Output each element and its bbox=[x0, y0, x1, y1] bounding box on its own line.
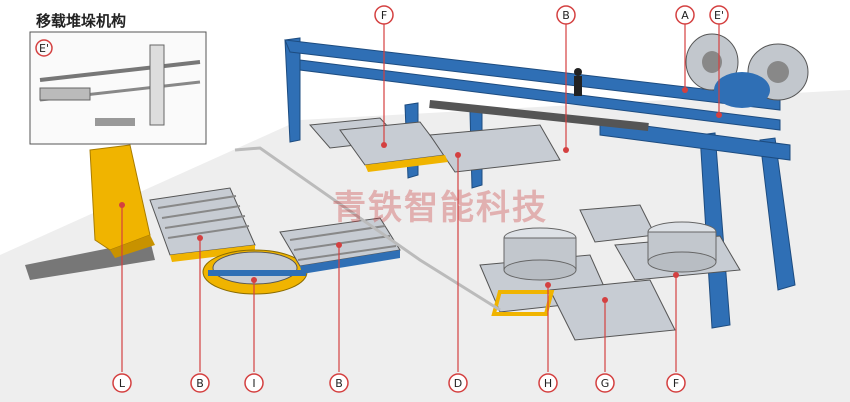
callout-bot-g: G bbox=[595, 373, 615, 393]
callout-bot-f-text: F bbox=[673, 377, 679, 390]
callout-bot-h-text: H bbox=[544, 377, 552, 390]
callout-bot-d-text: D bbox=[454, 377, 462, 390]
callout-top-a: A bbox=[675, 5, 695, 25]
callout-top-b: B bbox=[556, 5, 576, 25]
inset-tag-text: E' bbox=[39, 42, 49, 55]
callout-bot-b1: B bbox=[190, 373, 210, 393]
inset-tag-circle bbox=[35, 39, 53, 57]
callout-dots bbox=[119, 87, 722, 303]
callout-top-e-text: E' bbox=[714, 9, 724, 22]
callout-top-a-text: A bbox=[681, 9, 689, 22]
callout-top-f: F bbox=[374, 5, 394, 25]
conveyor-b-right bbox=[279, 217, 401, 274]
callout-bot-i-text: I bbox=[252, 377, 255, 390]
callout-bot-b1-text: B bbox=[196, 377, 204, 390]
callout-bot-h: H bbox=[538, 373, 558, 393]
callout-top-b-text: B bbox=[562, 9, 570, 22]
callout-top-e: E' bbox=[709, 5, 729, 25]
inset-detail bbox=[29, 31, 207, 145]
callout-bot-d: D bbox=[448, 373, 468, 393]
inset-title: 移载堆垛机构 bbox=[36, 12, 127, 30]
operator-figure bbox=[574, 68, 582, 96]
upper-conveyors bbox=[308, 100, 649, 173]
callout-labels: F B A E' L B I B D H G F E' bbox=[39, 5, 729, 393]
turntable-i bbox=[202, 249, 308, 295]
watermark-text: 青铁智能科技 bbox=[332, 188, 548, 228]
stacking-stations bbox=[479, 204, 741, 341]
callout-leaders bbox=[121, 24, 720, 372]
callout-bot-g-text: G bbox=[601, 377, 610, 390]
callout-bot-l-text: L bbox=[119, 377, 126, 390]
coil-stack bbox=[685, 33, 809, 108]
callout-bot-b2-text: B bbox=[335, 377, 343, 390]
conveyor-b-left bbox=[149, 187, 256, 262]
callout-bot-f: F bbox=[666, 373, 686, 393]
callout-bot-i: I bbox=[244, 373, 264, 393]
rail-d bbox=[234, 146, 501, 312]
callout-bot-l: L bbox=[112, 373, 132, 393]
callout-top-f-text: F bbox=[381, 9, 387, 22]
callout-bot-b2: B bbox=[329, 373, 349, 393]
